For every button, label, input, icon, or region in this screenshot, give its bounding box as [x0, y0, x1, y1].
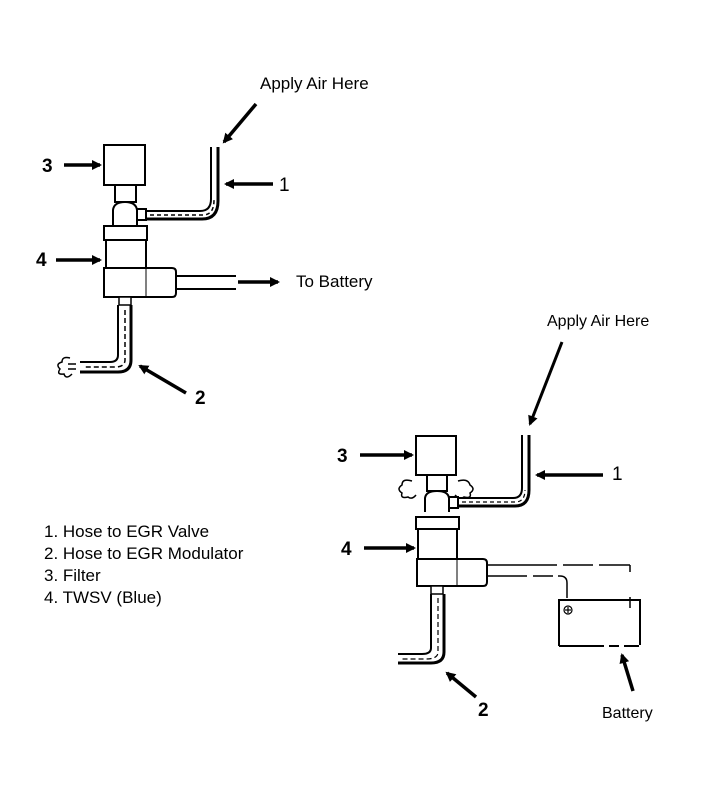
top-callout-1: 1 [279, 175, 290, 196]
bottom-hose-1-outer [458, 435, 523, 499]
top-valve-dome [112, 200, 138, 226]
top-hose-2-shade [84, 310, 126, 368]
bottom-callout-3: 3 [337, 446, 348, 467]
bottom-battery-label: Battery [602, 705, 653, 722]
legend-item: 2. Hose to EGR Modulator [44, 544, 244, 563]
bottom-hose-2-outer [398, 594, 432, 655]
top-hose-2-inner [80, 305, 133, 374]
top-valve-base [103, 267, 177, 298]
bottom-callout-4: 4 [341, 539, 352, 560]
top-valve-cap [103, 225, 148, 241]
bottom-valve-base [416, 558, 488, 587]
bottom-lower-nipple [430, 585, 444, 595]
bottom-filter-neck [426, 474, 448, 492]
top-port-nipple [136, 208, 147, 221]
bottom-battery-plus-icon [563, 605, 573, 615]
top-callout-3: 3 [42, 156, 53, 177]
top-lower-nipple [118, 296, 132, 306]
bottom-battery-outline [558, 599, 641, 646]
bottom-diagram: Apply Air Here [337, 313, 653, 722]
top-callout-2-arrow [138, 364, 187, 395]
bottom-callout-2-arrow [445, 671, 478, 699]
bottom-valve-body [417, 528, 458, 560]
bottom-air-puff-right-icon [454, 479, 474, 499]
bottom-apply-air-arrow [528, 341, 564, 426]
top-hose-1-shade [150, 199, 215, 216]
legend-item: 1. Hose to EGR Valve [44, 522, 210, 541]
top-apply-air-label: Apply Air Here [260, 74, 369, 93]
top-callout-2: 2 [195, 388, 206, 409]
top-air-exhaust-icon [57, 356, 73, 378]
parts-legend: 1. Hose to EGR Valve 2. Hose to EGR Modu… [44, 521, 243, 609]
bottom-apply-air-label: Apply Air Here [547, 313, 649, 330]
bottom-air-puff-left-icon [398, 479, 417, 499]
top-hose-1-inner [146, 147, 220, 221]
bottom-hose-2-inner [398, 594, 446, 665]
bottom-callout-1: 1 [612, 464, 623, 485]
top-filter [103, 144, 146, 186]
top-hose-1-outer [146, 147, 212, 212]
top-hose-2-outer [80, 305, 119, 363]
bottom-callout-2: 2 [478, 700, 489, 721]
top-valve-body [105, 239, 147, 269]
bottom-hose-2-shade [402, 598, 439, 660]
top-diagram: Apply Air Here To Battery 3 1 [36, 74, 373, 409]
bottom-hose-1-inner [458, 435, 531, 508]
legend-item: 3. Filter [44, 566, 101, 585]
bottom-valve-cap [415, 516, 460, 530]
legend-item: 4. TWSV (Blue) [44, 588, 162, 607]
bottom-battery-wire-lower [487, 575, 568, 598]
top-to-battery-label: To Battery [296, 272, 373, 291]
bottom-port-nipple [448, 496, 459, 509]
bottom-valve-dome [424, 489, 450, 512]
bottom-filter [415, 435, 457, 476]
top-apply-air-arrow [222, 102, 258, 144]
top-callout-4: 4 [36, 250, 47, 271]
bottom-battery-arrow [619, 653, 635, 692]
top-filter-neck [114, 184, 137, 203]
